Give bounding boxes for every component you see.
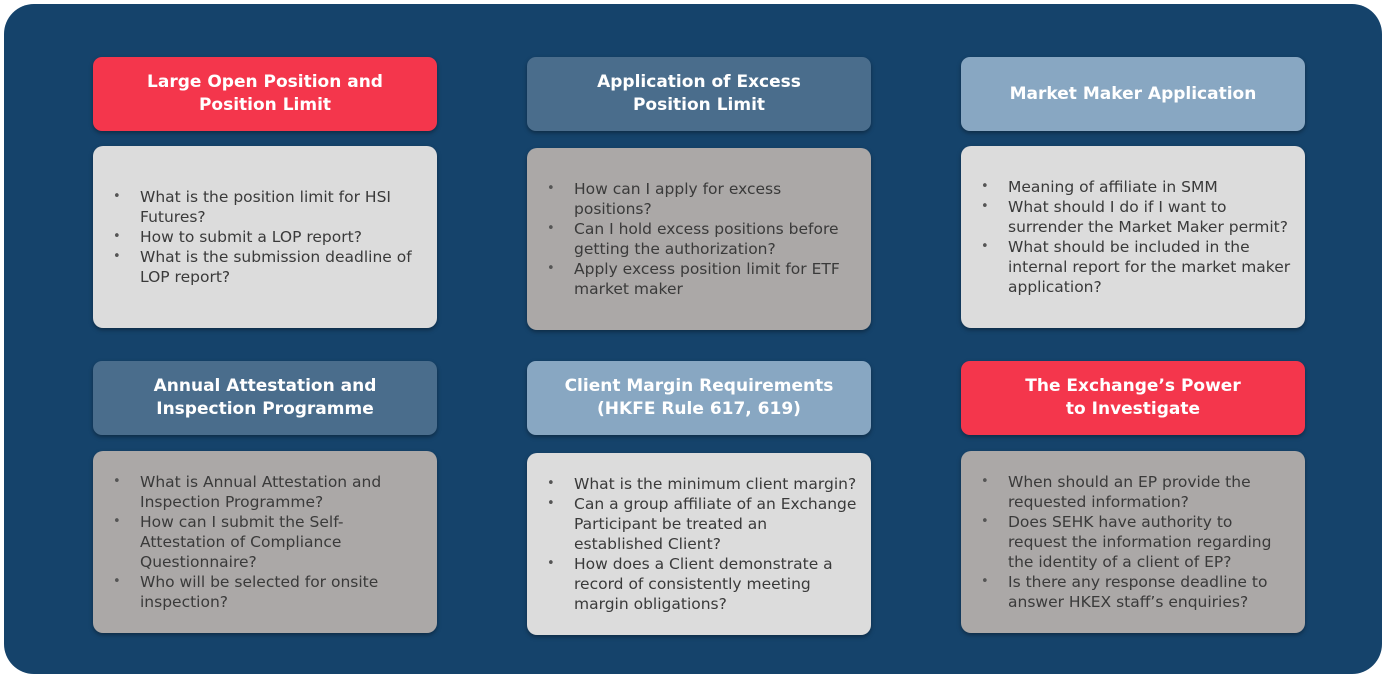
question-text: Who will be selected for onsite inspecti…: [140, 573, 379, 611]
card-body-excess-position-limit: How can I apply for excess positions? Ca…: [527, 148, 871, 330]
card-body-large-open-position: What is the position limit for HSI Futur…: [93, 146, 437, 328]
question-text: What should I do if I want to surrender …: [1008, 198, 1288, 236]
question-list: What is Annual Attestation and Inspectio…: [109, 472, 423, 612]
list-item: What is the position limit for HSI Futur…: [109, 187, 423, 227]
question-text: What should be included in the internal …: [1008, 238, 1291, 296]
question-text: What is the submission deadline of LOP r…: [140, 248, 412, 286]
card-header-excess-position-limit[interactable]: Application of Excess Position Limit: [527, 57, 871, 131]
card-header-large-open-position[interactable]: Large Open Position and Position Limit: [93, 57, 437, 131]
card-header-exchange-power[interactable]: The Exchange’s Power to Investigate: [961, 361, 1305, 435]
list-item: Apply excess position limit for ETF mark…: [543, 259, 857, 299]
card-header-annual-attestation[interactable]: Annual Attestation and Inspection Progra…: [93, 361, 437, 435]
question-text: How does a Client demonstrate a record o…: [574, 555, 833, 613]
list-item: What is the submission deadline of LOP r…: [109, 247, 423, 287]
question-text: Does SEHK have authority to request the …: [1008, 513, 1272, 571]
list-item: Who will be selected for onsite inspecti…: [109, 572, 423, 612]
list-item: Meaning of affiliate in SMM: [977, 177, 1291, 197]
card-header-client-margin[interactable]: Client Margin Requirements (HKFE Rule 61…: [527, 361, 871, 435]
list-item: How does a Client demonstrate a record o…: [543, 554, 857, 614]
card-body-annual-attestation: What is Annual Attestation and Inspectio…: [93, 451, 437, 633]
question-text: Apply excess position limit for ETF mark…: [574, 260, 840, 298]
question-text: How to submit a LOP report?: [140, 228, 362, 246]
list-item: Is there any response deadline to answer…: [977, 572, 1291, 612]
card-body-exchange-power: When should an EP provide the requested …: [961, 451, 1305, 633]
question-text: When should an EP provide the requested …: [1008, 473, 1251, 511]
list-item: Can a group affiliate of an Exchange Par…: [543, 494, 857, 554]
list-item: What should be included in the internal …: [977, 237, 1291, 297]
list-item: Can I hold excess positions before getti…: [543, 219, 857, 259]
list-item: When should an EP provide the requested …: [977, 472, 1291, 512]
question-list: What is the position limit for HSI Futur…: [109, 187, 423, 287]
card-header-market-maker[interactable]: Market Maker Application: [961, 57, 1305, 131]
question-list: How can I apply for excess positions? Ca…: [543, 179, 857, 299]
question-text: How can I submit the Self-Attestation of…: [140, 513, 344, 571]
list-item: How can I apply for excess positions?: [543, 179, 857, 219]
list-item: What is Annual Attestation and Inspectio…: [109, 472, 423, 512]
question-text: Is there any response deadline to answer…: [1008, 573, 1268, 611]
question-text: Can I hold excess positions before getti…: [574, 220, 839, 258]
question-text: Meaning of affiliate in SMM: [1008, 178, 1218, 196]
question-text: How can I apply for excess positions?: [574, 180, 782, 218]
question-text: What is Annual Attestation and Inspectio…: [140, 473, 382, 511]
list-item: What is the minimum client margin?: [543, 474, 857, 494]
list-item: Does SEHK have authority to request the …: [977, 512, 1291, 572]
question-text: What is the minimum client margin?: [574, 475, 857, 493]
question-list: Meaning of affiliate in SMM What should …: [977, 177, 1291, 297]
card-body-client-margin: What is the minimum client margin? Can a…: [527, 453, 871, 635]
card-body-market-maker: Meaning of affiliate in SMM What should …: [961, 146, 1305, 328]
list-item: How to submit a LOP report?: [109, 227, 423, 247]
question-text: Can a group affiliate of an Exchange Par…: [574, 495, 857, 553]
list-item: What should I do if I want to surrender …: [977, 197, 1291, 237]
question-list: When should an EP provide the requested …: [977, 472, 1291, 612]
question-text: What is the position limit for HSI Futur…: [140, 188, 391, 226]
question-list: What is the minimum client margin? Can a…: [543, 474, 857, 614]
list-item: How can I submit the Self-Attestation of…: [109, 512, 423, 572]
